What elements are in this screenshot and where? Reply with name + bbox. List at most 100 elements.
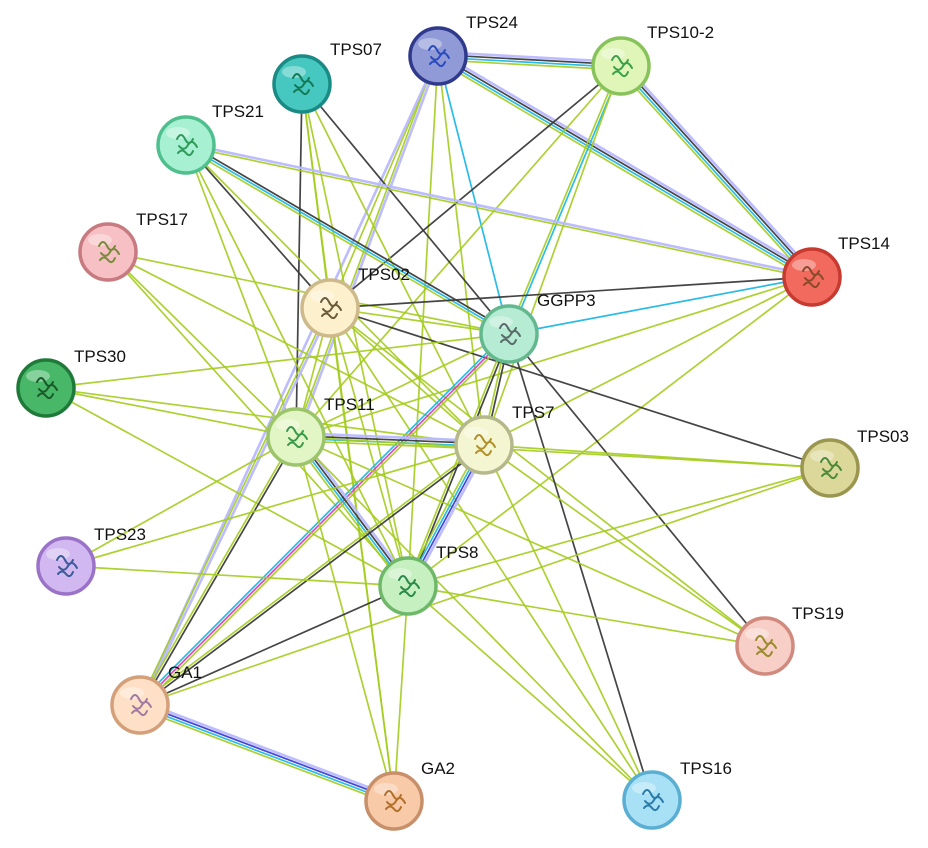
node-circle[interactable] bbox=[110, 675, 170, 735]
edge-tps17-tps7 bbox=[107, 251, 485, 446]
node-label: TPS30 bbox=[74, 347, 126, 366]
node-tps11[interactable]: TPS11 bbox=[266, 395, 375, 467]
node-tps17[interactable]: TPS17 bbox=[78, 210, 188, 282]
node-label: GGPP3 bbox=[537, 291, 596, 310]
edge-line-lavender bbox=[140, 700, 396, 799]
edge-line-green bbox=[295, 276, 813, 438]
edge-line-green bbox=[65, 565, 409, 587]
node-circle[interactable] bbox=[266, 407, 326, 467]
edge-line-lavender bbox=[295, 56, 441, 438]
edge-tps02-tps7 bbox=[329, 307, 485, 446]
node-circle[interactable] bbox=[378, 556, 438, 616]
edge-line-lavender bbox=[140, 308, 333, 707]
node-circle[interactable] bbox=[408, 26, 468, 86]
edge-line-green bbox=[483, 444, 766, 647]
node-tps23[interactable]: TPS23 bbox=[36, 525, 146, 596]
node-circle[interactable] bbox=[800, 438, 860, 498]
edge-tps7-tps19 bbox=[483, 444, 766, 647]
node-tps24[interactable]: TPS24 bbox=[408, 13, 518, 86]
node-label: TPS24 bbox=[466, 13, 518, 32]
edge-tps21-tps11 bbox=[185, 144, 297, 438]
edge-tps21-tps02 bbox=[185, 144, 331, 309]
edge-line-green bbox=[138, 435, 296, 705]
edge-line-black bbox=[329, 65, 622, 309]
edge-line-green bbox=[141, 335, 512, 708]
node-label: TPS11 bbox=[324, 395, 375, 414]
edge-line-cyan bbox=[436, 56, 812, 279]
edge-line-green bbox=[295, 436, 395, 802]
edge-line-green bbox=[483, 444, 831, 469]
edge-line-green bbox=[292, 438, 406, 589]
edge-tps30-tps8 bbox=[45, 387, 409, 587]
edge-line-green bbox=[407, 585, 766, 647]
edge-tps11-ga2 bbox=[295, 436, 395, 802]
edge-line-green bbox=[483, 65, 622, 446]
node-circle[interactable] bbox=[272, 54, 332, 114]
edge-line-black bbox=[301, 83, 510, 335]
protein-structure-icon bbox=[642, 789, 664, 812]
edge-tps8-tps16 bbox=[407, 585, 653, 801]
node-circle[interactable] bbox=[36, 536, 96, 596]
node-label: TPS8 bbox=[436, 543, 479, 562]
node-circle[interactable] bbox=[735, 616, 795, 676]
edge-tps14-tps02 bbox=[329, 276, 813, 309]
node-circle[interactable] bbox=[454, 415, 514, 475]
node-ga2[interactable]: GA2 bbox=[364, 759, 455, 831]
node-tps8[interactable]: TPS8 bbox=[378, 543, 479, 616]
edge-ggpp3-tps19 bbox=[508, 333, 766, 647]
edge-line-green bbox=[406, 333, 509, 586]
edge-line-green bbox=[329, 307, 510, 335]
node-circle[interactable] bbox=[78, 222, 138, 282]
edge-tps24-tps10-2 bbox=[437, 50, 622, 71]
node-tps30[interactable]: TPS30 bbox=[16, 347, 126, 418]
edge-line-lavender bbox=[439, 51, 815, 275]
edge-line-green bbox=[329, 307, 409, 587]
edge-tps7-ga1 bbox=[138, 443, 486, 707]
edge-tps8-ga2 bbox=[393, 585, 409, 802]
node-tps16[interactable]: TPS16 bbox=[622, 759, 732, 830]
node-circle[interactable] bbox=[300, 278, 360, 338]
protein-structure-icon bbox=[820, 457, 842, 480]
edge-line-green bbox=[329, 307, 653, 801]
edges-layer bbox=[45, 50, 831, 806]
edge-line-green bbox=[483, 444, 653, 801]
edge-tps14-tps7 bbox=[483, 276, 813, 446]
edge-line-black bbox=[296, 435, 410, 586]
edge-line-lavender bbox=[622, 62, 816, 276]
node-tps19[interactable]: TPS19 bbox=[735, 604, 844, 676]
protein-structure-icon bbox=[130, 694, 152, 717]
node-circle[interactable] bbox=[479, 304, 539, 364]
edge-ggpp3-tps30 bbox=[45, 333, 510, 389]
node-circle[interactable] bbox=[16, 358, 76, 418]
node-tps10-2[interactable]: TPS10-2 bbox=[591, 23, 714, 96]
edge-tps17-tps11 bbox=[107, 251, 297, 438]
edge-tps02-ga2 bbox=[329, 307, 395, 802]
node-circle[interactable] bbox=[782, 247, 842, 307]
edge-line-green bbox=[301, 83, 409, 587]
node-tps03[interactable]: TPS03 bbox=[800, 427, 909, 498]
edge-tps02-tps03 bbox=[329, 307, 831, 469]
node-ggpp3[interactable]: GGPP3 bbox=[479, 291, 596, 364]
node-tps7[interactable]: TPS7 bbox=[454, 403, 555, 475]
edge-line-black bbox=[296, 434, 485, 445]
edge-line-magenta bbox=[139, 333, 510, 706]
node-label: TPS7 bbox=[512, 403, 555, 422]
edge-line-green bbox=[437, 59, 621, 71]
node-circle[interactable] bbox=[591, 36, 651, 96]
edge-line-green bbox=[329, 307, 395, 802]
node-circle[interactable] bbox=[622, 770, 682, 830]
edge-tps02-tps16 bbox=[329, 307, 653, 801]
node-ga1[interactable]: GA1 bbox=[110, 663, 202, 735]
edge-line-cyan bbox=[437, 56, 621, 69]
edge-line-cyan bbox=[137, 331, 508, 704]
edge-tps11-tps8 bbox=[292, 433, 413, 589]
node-circle[interactable] bbox=[156, 115, 216, 175]
node-tps21[interactable]: TPS21 bbox=[156, 102, 264, 175]
node-tps14[interactable]: TPS14 bbox=[782, 234, 890, 307]
node-tps07[interactable]: TPS07 bbox=[272, 40, 382, 114]
protein-structure-icon bbox=[286, 426, 308, 449]
edge-tps10-2-tps02 bbox=[329, 65, 622, 309]
edge-line-lavender bbox=[438, 50, 622, 64]
node-circle[interactable] bbox=[364, 771, 424, 831]
node-tps02[interactable]: TPS02 bbox=[300, 265, 410, 338]
